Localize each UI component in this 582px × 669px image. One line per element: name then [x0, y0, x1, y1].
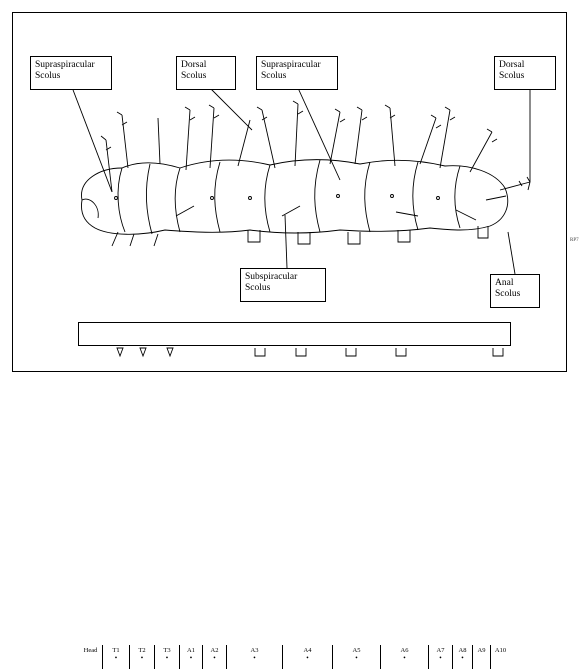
label-line: Supraspiracular [261, 60, 333, 71]
label-line: Subspiracular [245, 272, 321, 283]
segment-dot: • [130, 655, 154, 661]
label-line: Scolus [245, 283, 321, 294]
segment-dot: • [103, 655, 129, 661]
segment-cell: A3• [227, 645, 283, 669]
segment-dot: • [381, 655, 428, 661]
label-line: Scolus [261, 71, 333, 82]
label-line: Anal [495, 278, 535, 289]
segment-name: T3 [163, 647, 170, 654]
segment-cell: A7• [429, 645, 453, 669]
label-subspiracular: Subspiracular Scolus [240, 268, 326, 302]
label-line: Supraspiracular [35, 60, 107, 71]
segment-table: Head T1• T2• T3• A1• A2• A3• A4• A5• A6•… [78, 322, 511, 346]
diagram-canvas: Supraspiracular Scolus Dorsal Scolus Sup… [0, 0, 582, 380]
segment-cell: T1• [103, 645, 130, 669]
segment-name: A2 [211, 647, 219, 654]
side-note: RP7 [570, 238, 579, 243]
leader-subspiracular [285, 215, 287, 268]
segment-name: A9 [478, 647, 486, 654]
label-line: Scolus [499, 71, 551, 82]
segment-cell: A6• [381, 645, 429, 669]
segment-name: A3 [251, 647, 259, 654]
label-dorsal-right: Dorsal Scolus [494, 56, 556, 90]
segment-cell: A1• [180, 645, 203, 669]
segment-name: A4 [304, 647, 312, 654]
segment-name: A10 [495, 647, 506, 654]
segment-name: T2 [138, 647, 145, 654]
segment-cell: A4• [283, 645, 333, 669]
segment-cell: A10 [491, 645, 510, 669]
segment-cell: T3• [155, 645, 180, 669]
label-dorsal-mid: Dorsal Scolus [176, 56, 236, 90]
segment-dot: • [429, 655, 452, 661]
leader-supraspiracular-mid [298, 88, 340, 180]
segment-dot: • [180, 655, 202, 661]
segment-cell: T2• [130, 645, 155, 669]
segment-name: T1 [112, 647, 119, 654]
segment-cell: A9 [473, 645, 491, 669]
label-supraspiracular-left: Supraspiracular Scolus [30, 56, 112, 90]
segment-cell: A8• [453, 645, 473, 669]
segment-dot: • [283, 655, 332, 661]
segment-dot: • [155, 655, 179, 661]
label-line: Scolus [495, 289, 535, 300]
segment-dot: • [203, 655, 226, 661]
segment-name: A1 [187, 647, 195, 654]
segment-name: A8 [459, 647, 467, 654]
leader-anal [508, 232, 515, 274]
segment-cell: Head [79, 645, 103, 669]
leader-dorsal-mid [210, 88, 252, 130]
segment-cell: A2• [203, 645, 227, 669]
segment-dot: • [333, 655, 380, 661]
segment-name: A6 [401, 647, 409, 654]
label-line: Scolus [181, 71, 231, 82]
segment-name: A7 [437, 647, 445, 654]
label-line: Dorsal [499, 60, 551, 71]
leader-supraspiracular-left [70, 82, 112, 192]
segment-cell: A5• [333, 645, 381, 669]
segment-name: Head [84, 647, 98, 654]
label-line: Scolus [35, 71, 107, 82]
segment-dot: • [227, 655, 282, 661]
label-line: Dorsal [181, 60, 231, 71]
segment-name: A5 [353, 647, 361, 654]
label-anal: Anal Scolus [490, 274, 540, 308]
label-supraspiracular-mid: Supraspiracular Scolus [256, 56, 338, 90]
caterpillar-body [82, 160, 508, 235]
segment-dot: • [453, 655, 472, 661]
